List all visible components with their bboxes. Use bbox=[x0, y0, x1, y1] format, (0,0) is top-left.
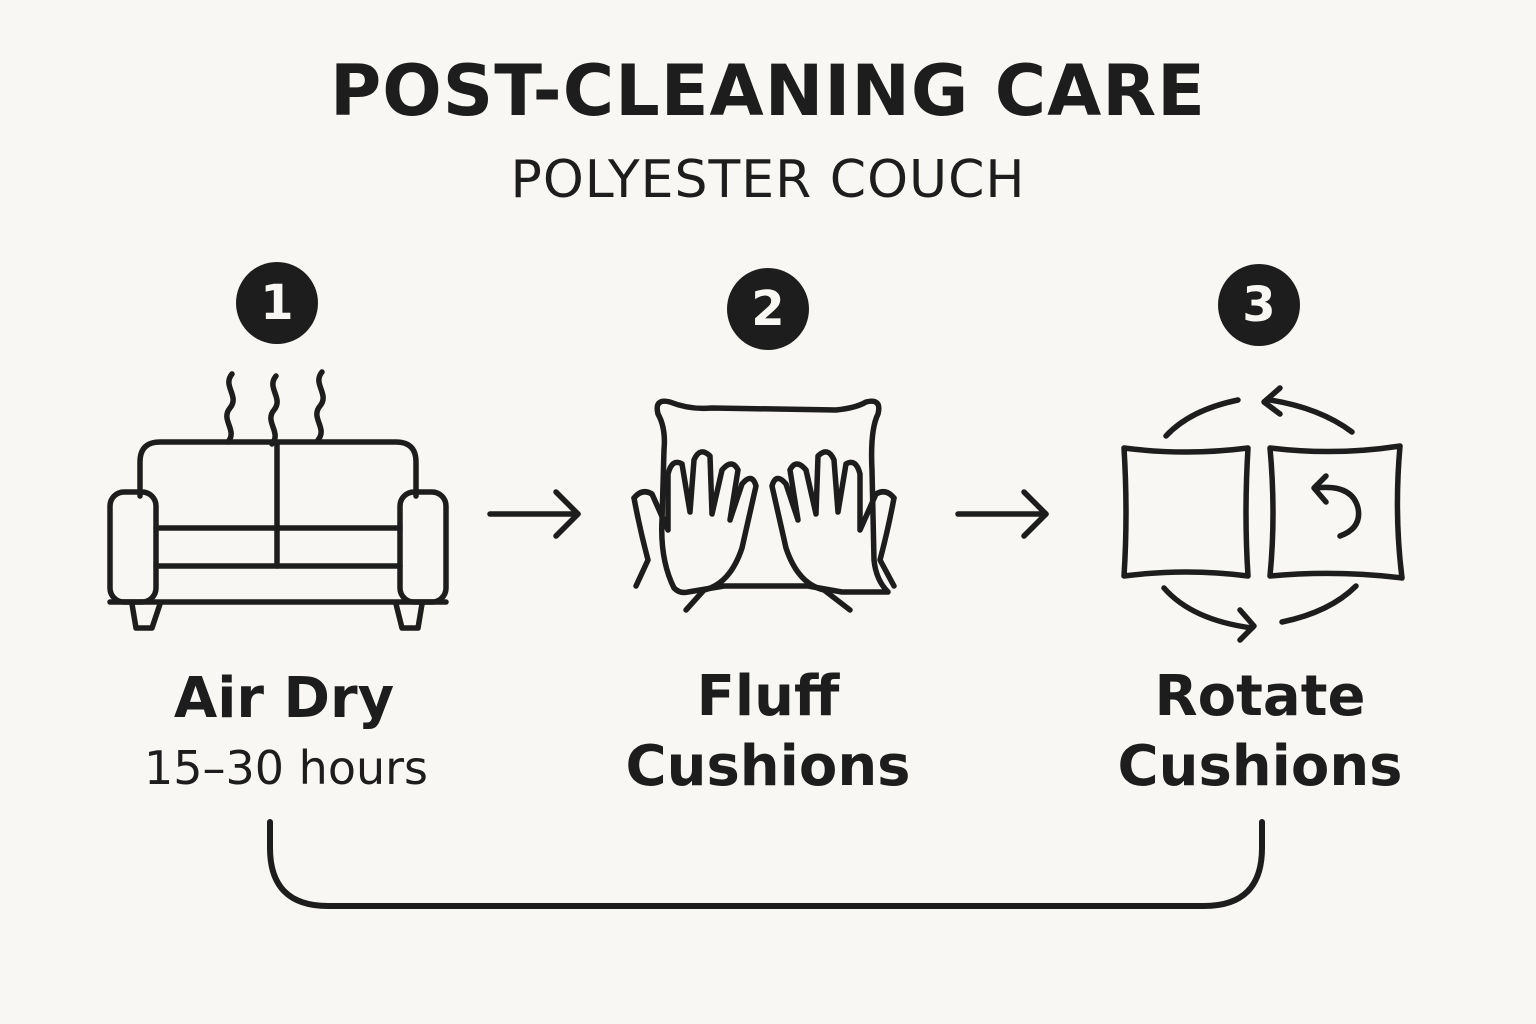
couch-right-arm bbox=[397, 489, 449, 605]
step-3-badge: 3 bbox=[1218, 264, 1300, 346]
right-arrow-icon bbox=[955, 489, 1049, 539]
step-1-badge: 1 bbox=[236, 262, 318, 344]
cushion-rotate-icon bbox=[1313, 484, 1362, 539]
left-cushion bbox=[1121, 445, 1251, 579]
right-hand bbox=[769, 449, 897, 613]
step-3-title-text: Rotate Cushions bbox=[1117, 664, 1403, 799]
step-1-title: Air Dry bbox=[173, 666, 395, 731]
rotate-arrowhead-bottom bbox=[1237, 607, 1257, 643]
step-2-title-text: Fluff Cushions bbox=[625, 664, 911, 799]
steam-line-3 bbox=[314, 369, 326, 443]
steam-line-2 bbox=[268, 373, 280, 447]
rotate-arc-top-left bbox=[1163, 397, 1241, 439]
couch-left-arm bbox=[107, 489, 159, 605]
couch-left-leg bbox=[129, 601, 163, 631]
hands-fluffing-pillow-icon bbox=[631, 398, 897, 613]
rotating-cushions-icon bbox=[1121, 385, 1405, 643]
page-subtitle: POLYESTER COUCH bbox=[510, 150, 1026, 210]
rotate-arc-top-right bbox=[1267, 397, 1355, 435]
rotate-arc-bottom-right bbox=[1279, 583, 1359, 625]
right-cushion bbox=[1267, 443, 1405, 581]
step-2-badge: 2 bbox=[727, 268, 809, 350]
left-wrist bbox=[631, 495, 651, 589]
left-hand bbox=[631, 449, 759, 613]
pillow-outline bbox=[654, 398, 891, 596]
cushion-rotate-arrowhead bbox=[1311, 473, 1329, 505]
step-2-title: Fluff Cushions bbox=[538, 662, 998, 802]
couch-right-leg bbox=[393, 601, 425, 631]
step-1-detail: 15–30 hours bbox=[143, 741, 429, 795]
right-arrow-icon bbox=[487, 489, 581, 539]
page-title: POST-CLEANING CARE bbox=[329, 50, 1206, 132]
step-3-title: Rotate Cushions bbox=[1030, 662, 1490, 802]
rotate-arrowhead-top bbox=[1261, 385, 1283, 417]
steam-line-1 bbox=[224, 371, 236, 445]
rotate-arc-bottom-left bbox=[1161, 585, 1255, 631]
right-wrist bbox=[877, 495, 897, 589]
loop-connector bbox=[267, 819, 1265, 909]
steaming-couch-icon bbox=[107, 369, 449, 631]
